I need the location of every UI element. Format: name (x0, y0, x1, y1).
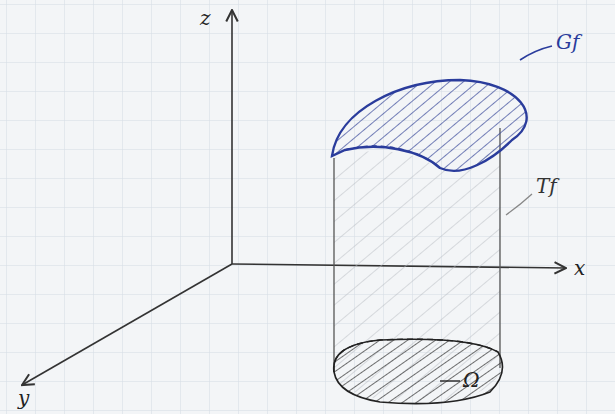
surface-inner-edge (345, 146, 440, 168)
leader-line (506, 194, 532, 215)
leader-line (440, 380, 460, 381)
leader-line (520, 46, 552, 60)
graph-surface (332, 80, 527, 171)
cylinder-edge (499, 128, 500, 368)
axis-label: y (18, 388, 29, 408)
base-back-edge (334, 339, 498, 372)
surface-label: Gf (556, 32, 579, 52)
axis-label: x (574, 258, 585, 278)
cylinder-edge (333, 158, 334, 372)
y-axis (22, 264, 232, 385)
region-label: Ω (463, 370, 480, 390)
z-axis (231, 10, 233, 264)
base-region (334, 339, 503, 403)
cylinder-label: Tf (536, 176, 557, 196)
axis-label: z (200, 8, 211, 28)
